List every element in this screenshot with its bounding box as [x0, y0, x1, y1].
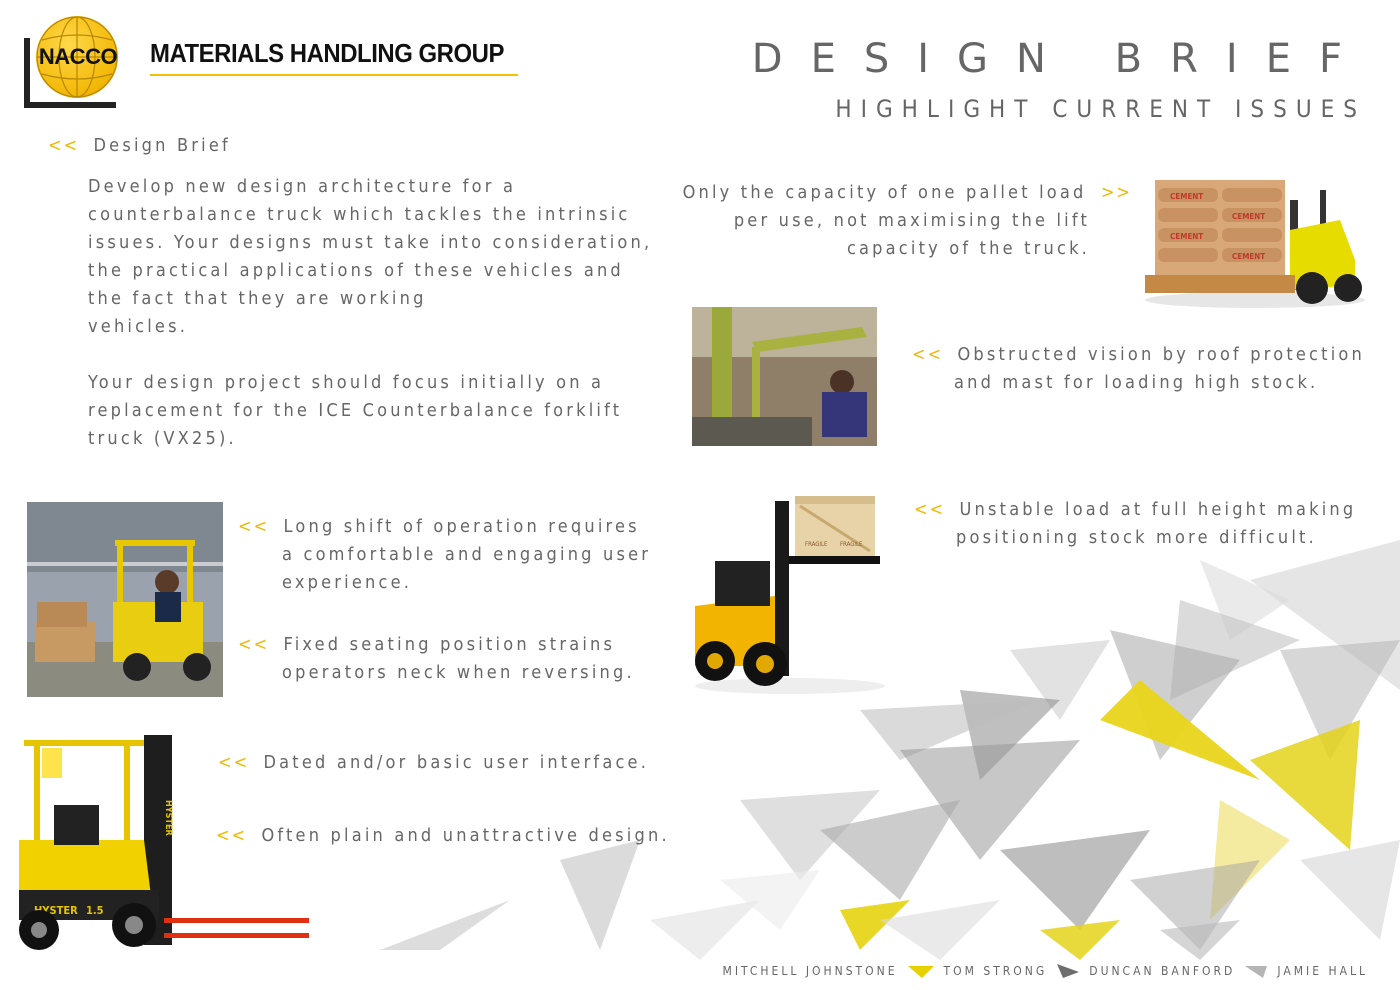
issue-unstable-load: << Unstable load at full height making p…: [914, 496, 1356, 552]
arrow-left-icon: <<: [914, 499, 946, 520]
arrow-left-icon: <<: [912, 344, 944, 365]
issue-text: Long shift of operation requires: [283, 516, 640, 537]
arrow-left-icon: <<: [218, 752, 250, 773]
issue-text: Often plain and unattractive design.: [261, 825, 670, 846]
grey-triangle-icon: [1057, 964, 1080, 978]
design-brief-label: Design Brief: [93, 135, 231, 156]
crate-forklift-image: FRAGILE FRAGILE: [695, 496, 885, 694]
cement-label: CEMENT: [1170, 192, 1203, 201]
hyster-forklift-image: HYSTER HYSTER 1.5: [19, 735, 309, 950]
brief-line: Your design project should focus initial…: [88, 372, 605, 393]
issue-fixed-seating: << Fixed seating position strains operat…: [238, 631, 635, 687]
fragile-label: FRAGILE: [840, 541, 863, 548]
issue-long-shift: << Long shift of operation requires a co…: [238, 513, 651, 597]
fragile-label: FRAGILE: [805, 541, 828, 548]
issue-text: per use, not maximising the lift: [733, 210, 1090, 231]
cement-label: CEMENT: [1232, 212, 1265, 221]
brief-line: issues. Your designs must take into cons…: [88, 232, 653, 253]
team-footer: MITCHELL JOHNSTONE TOM STRONG DUNCAN BAN…: [723, 964, 1369, 978]
brief-line: the practical applications of these vehi…: [88, 260, 624, 281]
brief-line: Develop new design architecture for a: [88, 176, 517, 197]
design-brief-heading: << Design Brief: [48, 132, 231, 160]
issue-text: positioning stock more difficult.: [956, 527, 1317, 548]
operator-cab-photo: [692, 307, 877, 446]
issue-text: experience.: [282, 572, 413, 593]
issue-text: operators neck when reversing.: [282, 662, 635, 683]
warehouse-forklift-photo: [27, 502, 223, 697]
issue-plain-design: << Often plain and unattractive design.: [216, 822, 670, 850]
issue-dated-interface: << Dated and/or basic user interface.: [218, 749, 649, 777]
issue-text: Obstructed vision by roof protection: [957, 344, 1365, 365]
arrow-left-icon: <<: [48, 135, 80, 156]
brief-line: counterbalance truck which tackles the i…: [88, 204, 631, 225]
arrow-right-icon: >>: [1100, 182, 1132, 203]
arrow-left-icon: <<: [238, 516, 270, 537]
issue-text: and mast for loading high stock.: [954, 372, 1319, 393]
issue-text: Fixed seating position strains: [283, 634, 616, 655]
team-member-name: DUNCAN BANFORD: [1089, 964, 1236, 978]
arrow-left-icon: <<: [216, 825, 248, 846]
globe-icon: [36, 16, 118, 98]
light-grey-triangle-icon: [1245, 966, 1268, 978]
issue-text: a comfortable and engaging user: [282, 544, 652, 565]
hyster-model-label: 1.5: [86, 904, 104, 917]
team-member-name: MITCHELL JOHNSTONE: [722, 964, 898, 978]
yellow-triangle-icon: [907, 966, 934, 978]
team-member-name: JAMIE HALL: [1277, 964, 1368, 978]
brief-line: replacement for the ICE Counterbalance f…: [88, 400, 623, 421]
issue-text: capacity of the truck.: [846, 238, 1090, 259]
company-underline: [150, 74, 518, 76]
page-subtitle: HIGHLIGHT CURRENT ISSUES: [835, 95, 1366, 123]
issue-text: Unstable load at full height making: [959, 499, 1357, 520]
logo-text: NACCO: [38, 44, 118, 69]
issue-text: Dated and/or basic user interface.: [263, 752, 650, 773]
issue-pallet-capacity: Only the capacity of one pallet load >> …: [683, 179, 1132, 263]
brief-line: truck (VX25).: [88, 428, 237, 449]
brief-line: the fact that they are working: [88, 288, 427, 309]
team-member-name: TOM STRONG: [943, 964, 1048, 978]
issue-text: Only the capacity of one pallet load: [682, 182, 1087, 203]
arrow-left-icon: <<: [238, 634, 270, 655]
hyster-label: HYSTER: [163, 800, 173, 837]
cement-pallet-forklift-image: CEMENT CEMENT CEMENT CEMENT: [1145, 180, 1365, 308]
issue-obstructed-vision: << Obstructed vision by roof protection …: [912, 341, 1365, 397]
cement-label: CEMENT: [1232, 252, 1265, 261]
company-name: MATERIALS HANDLING GROUP: [150, 38, 504, 68]
page-title: DESIGN BRIEF: [751, 36, 1370, 82]
nacco-logo: NACCO: [24, 16, 118, 108]
cement-label: CEMENT: [1170, 232, 1203, 241]
brief-line: vehicles.: [88, 316, 189, 337]
design-brief-body: Develop new design architecture for a co…: [88, 173, 658, 453]
